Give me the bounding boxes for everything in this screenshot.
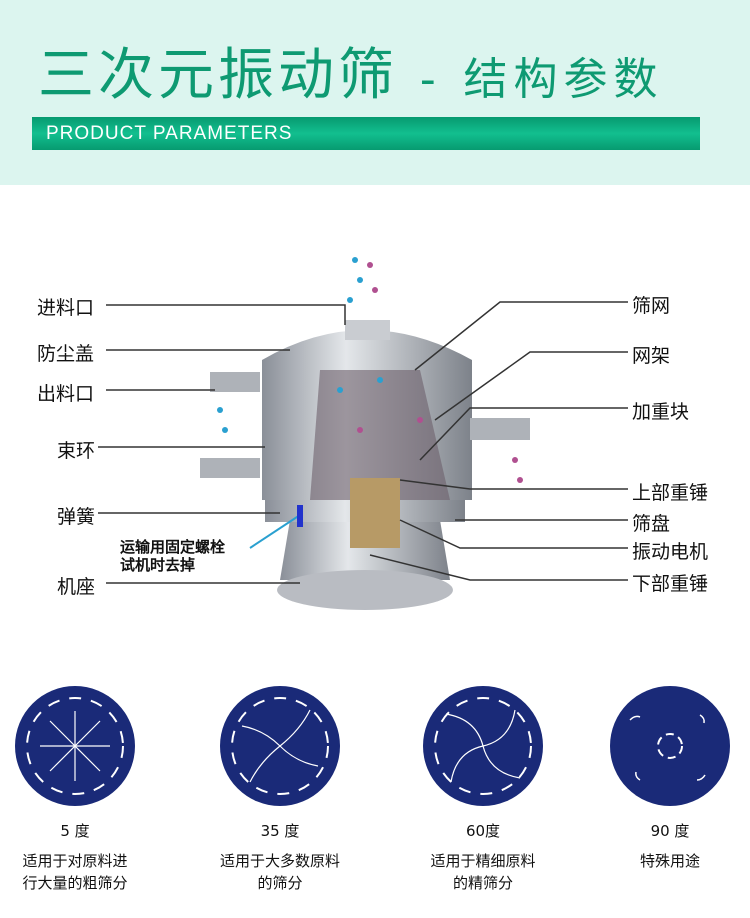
angle-90: 90 度: [650, 822, 690, 840]
label-weight-block: 加重块: [632, 401, 690, 423]
desc-90: 特殊用途: [570, 850, 750, 872]
motor: [350, 478, 400, 548]
desc-line: 适用于精细原料: [430, 852, 536, 870]
label-clamp-ring: 束环: [57, 440, 96, 462]
machine-diagram: [98, 257, 628, 610]
desc-line: 的筛分: [257, 874, 303, 892]
label-mesh-frame: 网架: [632, 345, 671, 367]
note-line: 运输用固定螺栓: [120, 538, 226, 556]
desc-line: 适用于大多数原料: [219, 852, 340, 870]
label-spring: 弹簧: [57, 506, 96, 528]
desc-60: 适用于精细原料的精筛分: [383, 850, 583, 894]
desc-35: 适用于大多数原料的筛分: [180, 850, 380, 894]
page-title: 三次元振动筛 - 结构参数: [38, 43, 664, 108]
desc-line: 行大量的粗筛分: [22, 874, 128, 892]
label-transport-bolt: 运输用固定螺栓试机时去掉: [120, 538, 225, 574]
header: 三次元振动筛 - 结构参数 PRODUCT PARAMETERS: [0, 0, 750, 185]
pattern-35deg: [220, 686, 340, 806]
angle-5: 5 度: [60, 822, 90, 840]
motion-patterns: [15, 686, 730, 806]
angle-35: 35 度: [260, 822, 300, 840]
label-feed-inlet: 进料口: [37, 297, 95, 319]
angle-60: 60度: [465, 822, 501, 840]
label-vibration-motor: 振动电机: [632, 541, 709, 563]
label-base: 机座: [57, 576, 96, 598]
label-screen-mesh: 筛网: [632, 295, 671, 317]
pattern-90deg: [610, 686, 730, 806]
desc-5: 适用于对原料进行大量的粗筛分: [0, 850, 175, 894]
label-dust-cover: 防尘盖: [37, 343, 95, 365]
label-upper-weight: 上部重锤: [632, 482, 709, 504]
label-discharge-outlet: 出料口: [37, 383, 95, 405]
banner: PRODUCT PARAMETERS: [32, 117, 700, 150]
label-lower-weight: 下部重锤: [632, 573, 709, 595]
label-screen-tray: 筛盘: [632, 513, 671, 535]
desc-line: 的精筛分: [452, 874, 513, 892]
pattern-60deg: [423, 686, 543, 806]
base-foot: [277, 570, 453, 610]
note-line: 试机时去掉: [120, 556, 196, 574]
pattern-5deg: [15, 686, 135, 806]
desc-line: 适用于对原料进: [22, 852, 128, 870]
desc-line: 特殊用途: [639, 852, 700, 870]
banner-text: PRODUCT PARAMETERS: [46, 123, 293, 144]
